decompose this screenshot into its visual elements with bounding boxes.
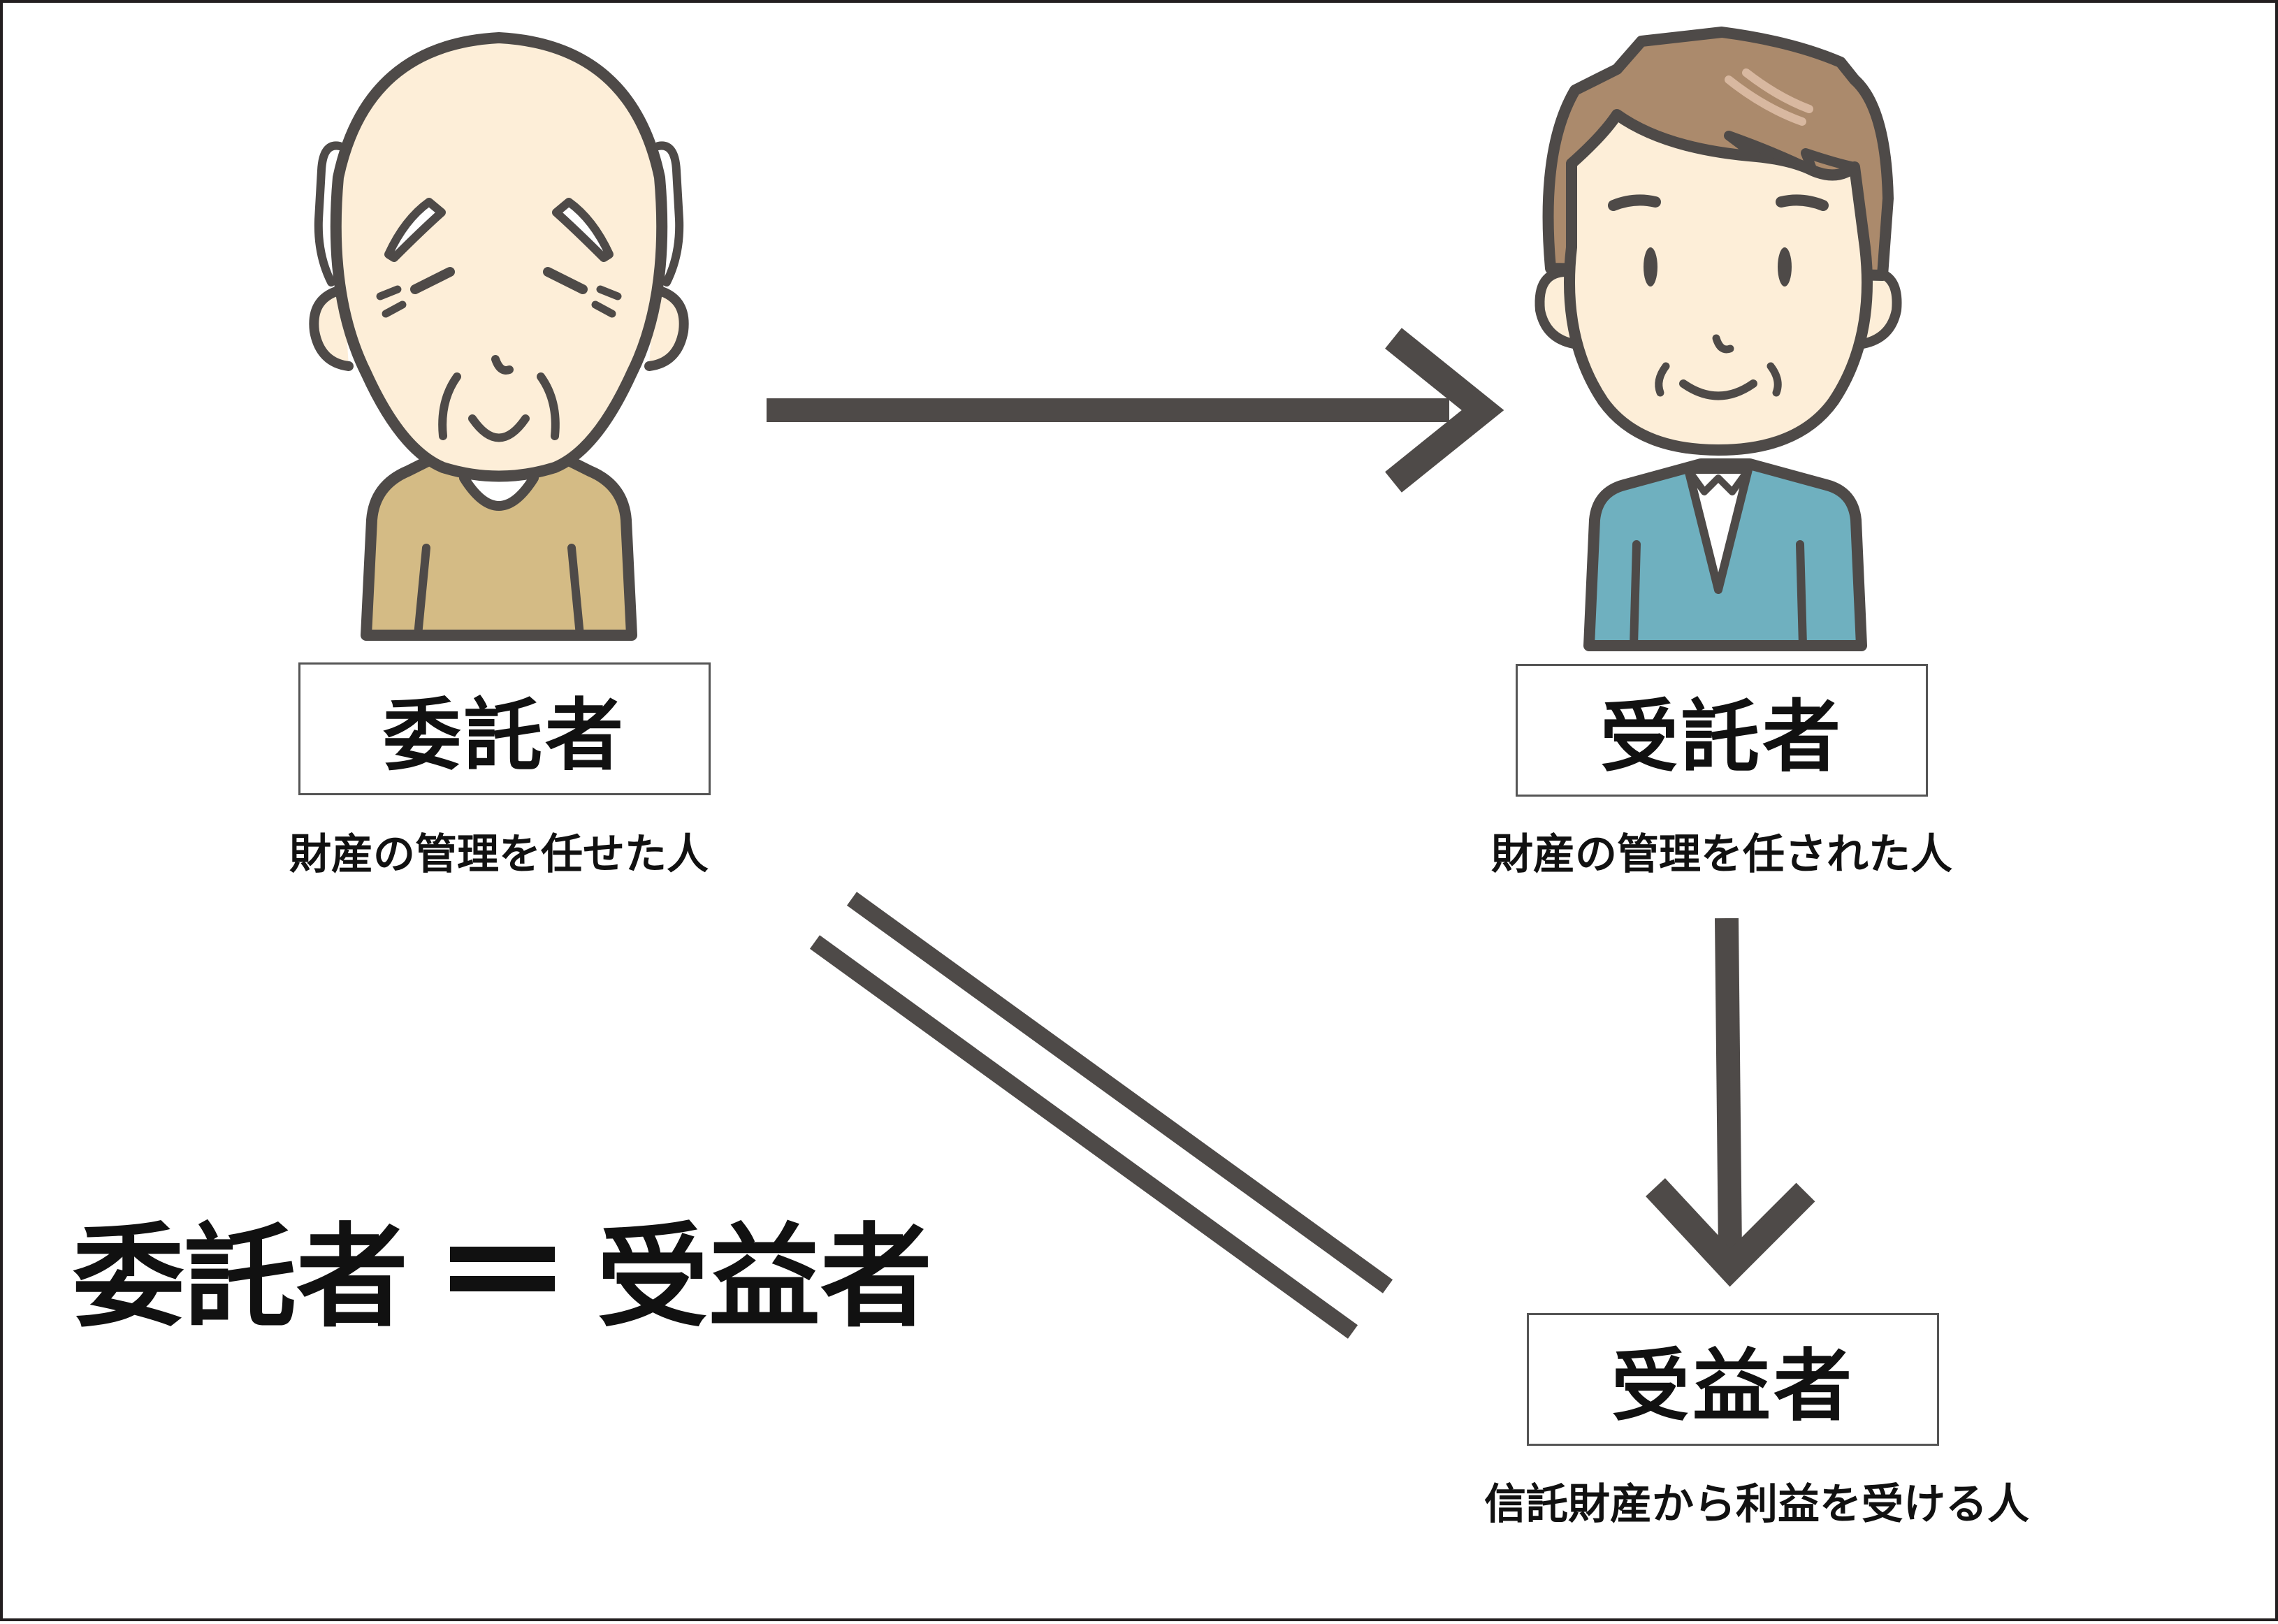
arrow-settlor-to-trustee [767,338,1483,482]
settlor-equals-beneficiary: 委託者 受益者 [73,1191,932,1344]
young-man-icon [1539,32,1896,646]
elderly-man-icon [314,38,683,635]
beneficiary-title: 受益者 [1611,1323,1855,1436]
arrow-trustee-to-beneficiary [1655,918,1806,1268]
settlor-title: 委託者 [383,672,626,785]
equation-right: 受益者 [597,1187,932,1349]
settlor-description: 財産の管理を任せた人 [212,820,785,881]
equation-left: 委託者 [73,1187,408,1349]
trustee-label-box: 受託者 [1516,664,1928,797]
trustee-title: 受託者 [1600,674,1843,787]
beneficiary-label-box: 受益者 [1527,1313,1939,1446]
trustee-description: 財産の管理を任された人 [1407,820,2036,881]
equals-sign-icon [450,1233,555,1303]
beneficiary-description: 信託財産から利益を受ける人 [1386,1470,2127,1531]
settlor-label-box: 委託者 [298,662,711,795]
